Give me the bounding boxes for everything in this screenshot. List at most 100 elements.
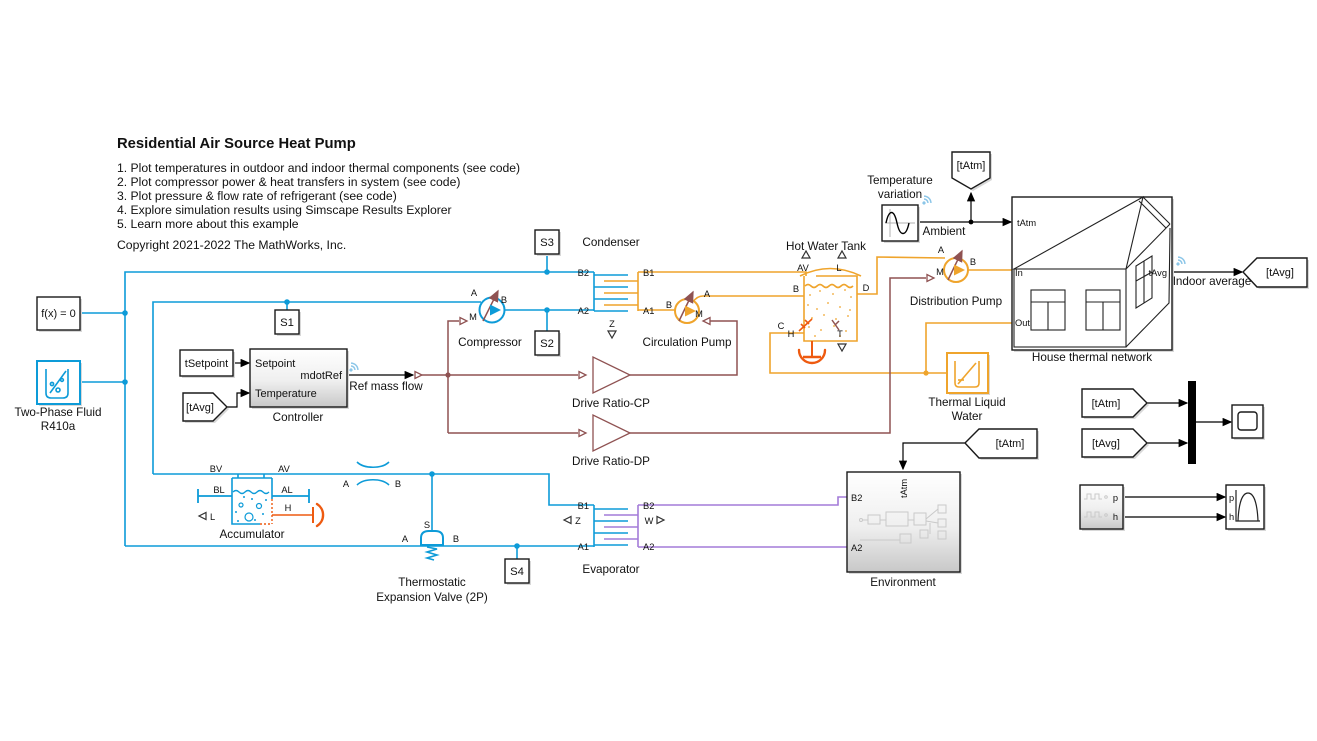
sensor-s1-label: S1 bbox=[280, 317, 294, 329]
block-environment[interactable]: B2 A2 tAtm Environment bbox=[846, 471, 962, 589]
thermal-liquid-water-caption-2: Water bbox=[952, 410, 983, 423]
wire-tank-c-to-reservoir[interactable] bbox=[769, 332, 947, 374]
scope-screen-icon bbox=[1237, 411, 1258, 431]
from-tag-tavg-controller[interactable]: [tAvg] bbox=[182, 392, 229, 423]
condenser-port-a1: A1 bbox=[643, 306, 654, 316]
from-tavg-label: [tAvg] bbox=[186, 402, 214, 414]
wire-accumulator-to-evap-b1[interactable] bbox=[153, 473, 594, 506]
block-evaporator[interactable]: B1 A1 B2 A2 Z W Evaporator bbox=[562, 501, 666, 576]
block-scope[interactable] bbox=[1231, 404, 1265, 440]
block-circulation-pump[interactable]: B A M Circulation Pump bbox=[643, 289, 732, 349]
goto-tatm-label: [tAtm] bbox=[957, 160, 986, 172]
circulation-pump-port-m: M bbox=[695, 309, 703, 319]
wire-evap-b2-to-env[interactable] bbox=[638, 496, 847, 506]
environment-port-tatm: tAtm bbox=[899, 479, 909, 498]
wire-tavg-to-controller[interactable] bbox=[227, 388, 251, 408]
tank-port-h: H bbox=[788, 329, 795, 339]
ph-dome-icon bbox=[1235, 490, 1260, 522]
mux-block[interactable] bbox=[1188, 381, 1196, 464]
sensor-s1[interactable]: S1 bbox=[274, 309, 301, 336]
circulation-pump-outlet-icon bbox=[685, 305, 696, 317]
from-tavg-mux-label: [tAvg] bbox=[1092, 438, 1120, 450]
unconnected-port-marker bbox=[656, 515, 666, 525]
ref-mass-flow-label: Ref mass flow bbox=[349, 380, 423, 393]
wire-ps-to-compressor-m[interactable] bbox=[447, 320, 459, 433]
compressor-caption: Compressor bbox=[458, 336, 522, 349]
wire-house-out[interactable] bbox=[925, 322, 1012, 373]
from-tag-tavg-mux[interactable]: [tAvg] bbox=[1081, 428, 1149, 459]
tank-temp-sensor-icon bbox=[831, 319, 840, 331]
tank-port-av: AV bbox=[797, 263, 810, 273]
block-tsetpoint[interactable]: tSetpoint bbox=[179, 349, 235, 378]
accumulator-port-al: AL bbox=[281, 485, 292, 495]
block-expansion-valve[interactable]: S A B Thermostatic Expansion Valve (2P) bbox=[376, 520, 488, 604]
wire-condenser-inlet-loop[interactable] bbox=[124, 271, 594, 546]
sensor-s3[interactable]: S3 bbox=[534, 229, 561, 256]
from-tag-tatm-mux[interactable]: [tAtm] bbox=[1081, 388, 1149, 419]
moist-air-wires[interactable] bbox=[638, 496, 847, 548]
block-solver-configuration[interactable]: f(x) = 0 bbox=[36, 296, 82, 332]
beaker-icon bbox=[954, 361, 980, 388]
block-condenser[interactable]: B2 A2 B1 A1 Z Condenser bbox=[578, 236, 655, 340]
block-pipe[interactable]: A B bbox=[343, 461, 401, 489]
block-compressor[interactable]: A B M Compressor bbox=[458, 288, 522, 349]
accumulator-port-l: L bbox=[210, 512, 215, 522]
wire-condenser-b1-to-tank[interactable] bbox=[638, 271, 807, 276]
expansion-valve-caption-1: Thermostatic bbox=[398, 576, 466, 589]
block-hot-water-tank[interactable]: AV L B D C H T Hot Water Tank bbox=[778, 240, 870, 365]
ps-port-marker bbox=[926, 273, 936, 283]
controller-caption: Controller bbox=[273, 411, 324, 424]
signal-junction bbox=[968, 219, 974, 225]
block-temperature-variation[interactable]: Temperature variation bbox=[867, 174, 933, 243]
wire-cp-to-circpump-m[interactable] bbox=[630, 320, 738, 376]
wire-tatm-to-env[interactable] bbox=[898, 442, 965, 471]
block-drive-ratio-cp[interactable]: Drive Ratio-CP bbox=[572, 355, 650, 410]
sensor-s4[interactable]: S4 bbox=[504, 558, 531, 585]
accumulator-heat-source-icon bbox=[312, 502, 325, 528]
from-tag-tatm-env[interactable]: [tAtm] bbox=[964, 428, 1039, 460]
note-1: 1. Plot temperatures in outdoor and indo… bbox=[117, 161, 520, 175]
block-distribution-pump[interactable]: A B M Distribution Pump bbox=[910, 245, 1003, 308]
compressor-port-b: B bbox=[501, 295, 507, 305]
condenser-port-a2: A2 bbox=[578, 306, 589, 316]
ps-port-marker bbox=[459, 316, 469, 326]
block-controller[interactable]: Setpoint Temperature mdotRef Controller bbox=[249, 348, 349, 424]
ph-source-subsystem-icon bbox=[1084, 493, 1108, 518]
circulation-pump-port-a: A bbox=[704, 289, 711, 299]
house-port-tavg: tAvg bbox=[1149, 268, 1167, 278]
temperature-variation-caption-1: Temperature bbox=[867, 174, 933, 187]
block-drive-ratio-dp[interactable]: Drive Ratio-DP bbox=[572, 413, 650, 468]
ps-port-marker bbox=[414, 370, 424, 380]
wire-dp-to-distpump-m[interactable] bbox=[630, 277, 926, 434]
block-house-thermal-network[interactable]: tAtm In Out tAvg House thermal network bbox=[1011, 195, 1174, 364]
sensor-s2[interactable]: S2 bbox=[534, 330, 561, 357]
compressor-port-m: M bbox=[469, 312, 477, 322]
block-ph-source[interactable]: p h bbox=[1079, 484, 1125, 531]
beaker-icon bbox=[45, 369, 69, 399]
unconnected-port-marker bbox=[606, 330, 618, 340]
block-two-phase-fluid[interactable]: Two-Phase Fluid R410a bbox=[14, 360, 102, 433]
tank-body-icon bbox=[803, 275, 858, 342]
block-accumulator[interactable]: BV AV BL AL L H Accumulator bbox=[197, 464, 325, 541]
distribution-pump-port-a: A bbox=[938, 245, 945, 255]
expansion-valve-caption-2: Expansion Valve (2P) bbox=[376, 591, 488, 604]
physical-signal-wires[interactable] bbox=[422, 277, 926, 434]
goto-tag-tatm[interactable]: [tAtm] bbox=[951, 151, 992, 191]
drive-ratio-dp-caption: Drive Ratio-DP bbox=[572, 455, 650, 468]
sensor-s2-label: S2 bbox=[540, 338, 554, 350]
evaporator-port-b1: B1 bbox=[578, 501, 589, 511]
compressor-port-a: A bbox=[471, 288, 478, 298]
signal-wires[interactable] bbox=[227, 191, 1244, 522]
distribution-pump-outlet-icon bbox=[954, 264, 965, 276]
block-ph-diagram[interactable]: p h bbox=[1225, 484, 1266, 531]
block-thermal-liquid-water[interactable]: Thermal Liquid Water bbox=[928, 352, 1006, 423]
goto-tag-tavg[interactable]: [tAvg] bbox=[1242, 257, 1309, 289]
thermal-liquid-wires[interactable] bbox=[638, 256, 1012, 374]
environment-port-a2: A2 bbox=[851, 543, 862, 553]
condenser-caption: Condenser bbox=[582, 236, 639, 249]
wire-to-compressor-a[interactable] bbox=[152, 301, 481, 474]
wire-tank-d-to-distpump-a[interactable] bbox=[857, 256, 946, 295]
from-tatm-env-label: [tAtm] bbox=[996, 438, 1025, 450]
goto-tavg-label: [tAvg] bbox=[1266, 267, 1294, 279]
